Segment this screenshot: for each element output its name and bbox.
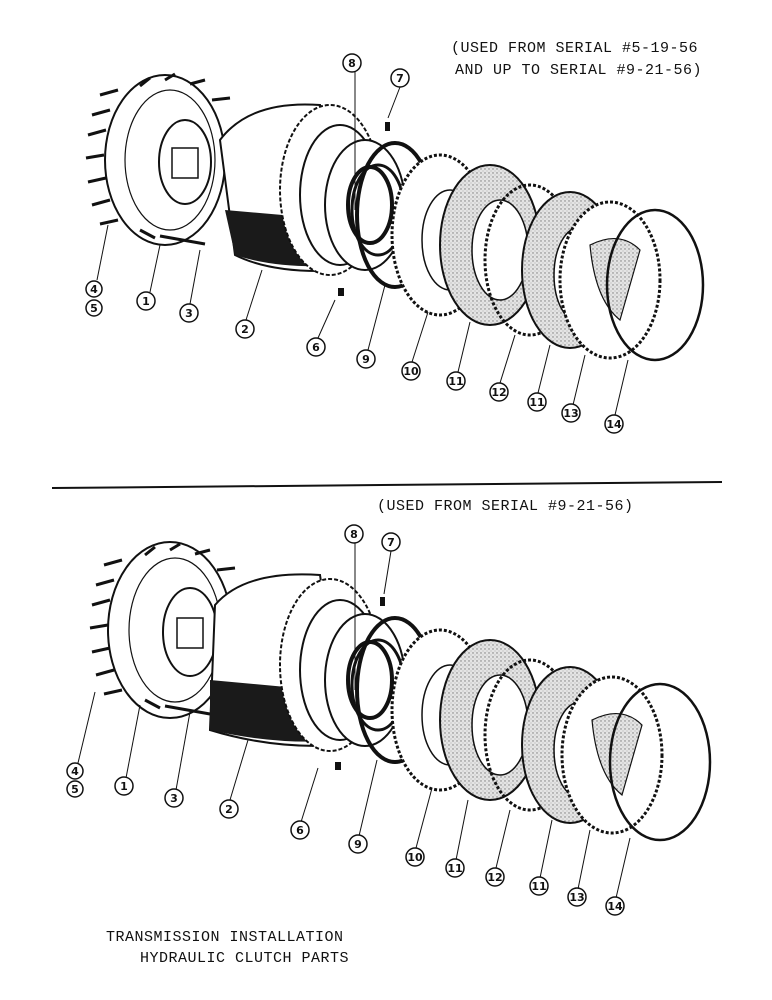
svg-text:6: 6 bbox=[312, 341, 320, 354]
svg-text:11: 11 bbox=[531, 880, 546, 893]
top-callout-3: 3 bbox=[179, 303, 199, 323]
top-callout-6: 6 bbox=[306, 337, 326, 357]
top-callout-2: 2 bbox=[235, 319, 255, 339]
svg-text:11: 11 bbox=[529, 396, 544, 409]
bottom-pin-part-6 bbox=[335, 762, 341, 770]
bottom-callout-1: 1 bbox=[114, 776, 134, 796]
top-callout-7: 7 bbox=[390, 68, 410, 88]
svg-text:14: 14 bbox=[606, 418, 622, 431]
svg-text:7: 7 bbox=[396, 72, 404, 85]
svg-text:4: 4 bbox=[90, 283, 98, 296]
top-callout-5: 5 bbox=[85, 299, 103, 317]
svg-text:10: 10 bbox=[403, 365, 419, 378]
svg-text:7: 7 bbox=[387, 536, 395, 549]
svg-text:1: 1 bbox=[120, 780, 128, 793]
bottom-callout-5: 5 bbox=[66, 780, 84, 798]
bottom-callouts: 8 7 4 5 1 3 2 6 9 10 11 12 11 13 14 bbox=[66, 524, 625, 916]
svg-text:11: 11 bbox=[448, 375, 463, 388]
bottom-callout-10: 10 bbox=[405, 847, 425, 867]
svg-text:5: 5 bbox=[90, 302, 98, 315]
bottom-callout-11: 11 bbox=[445, 858, 465, 878]
bottom-callout-7: 7 bbox=[381, 532, 401, 552]
svg-text:9: 9 bbox=[354, 838, 362, 851]
top-callout-9: 9 bbox=[356, 349, 376, 369]
bottom-callout-12: 12 bbox=[485, 867, 505, 887]
top-callout-4: 4 bbox=[85, 280, 103, 298]
bottom-pressure-plate-part-13 bbox=[560, 675, 664, 835]
top-callout-13: 13 bbox=[561, 403, 581, 423]
svg-text:3: 3 bbox=[185, 307, 193, 320]
top-callout-10: 10 bbox=[401, 361, 421, 381]
svg-text:12: 12 bbox=[487, 871, 502, 884]
caption-line-2: HYDRAULIC CLUTCH PARTS bbox=[140, 950, 350, 967]
bottom-callout-4: 4 bbox=[66, 762, 84, 780]
top-callouts: 8 7 4 5 1 3 2 6 9 10 11 12 11 13 14 bbox=[85, 53, 624, 434]
svg-text:2: 2 bbox=[241, 323, 249, 336]
bottom-snap-ring-part-14 bbox=[608, 682, 712, 842]
bottom-flange-part-1 bbox=[89, 541, 236, 719]
top-pin-part-6 bbox=[338, 288, 344, 296]
svg-text:11: 11 bbox=[447, 862, 462, 875]
bottom-callout-3: 3 bbox=[164, 788, 184, 808]
bottom-exploded-view bbox=[89, 541, 712, 842]
top-flange-part-1 bbox=[85, 72, 231, 246]
svg-text:9: 9 bbox=[362, 353, 370, 366]
top-callout-14: 14 bbox=[604, 414, 624, 434]
top-callout-12: 12 bbox=[489, 382, 509, 402]
svg-text:1: 1 bbox=[142, 295, 150, 308]
bottom-serial-note: (USED FROM SERIAL #9-21-56) bbox=[377, 498, 634, 515]
top-callout-11: 11 bbox=[446, 371, 466, 391]
svg-text:14: 14 bbox=[607, 900, 623, 913]
top-callout-1: 1 bbox=[136, 291, 156, 311]
svg-text:10: 10 bbox=[407, 851, 423, 864]
top-callout-11b: 11 bbox=[527, 392, 547, 412]
svg-text:8: 8 bbox=[350, 528, 358, 541]
bottom-callout-8: 8 bbox=[344, 524, 364, 544]
svg-text:2: 2 bbox=[225, 803, 233, 816]
top-serial-note-line2: AND UP TO SERIAL #9-21-56) bbox=[455, 62, 703, 79]
svg-text:5: 5 bbox=[71, 783, 79, 796]
bottom-callout-2: 2 bbox=[219, 799, 239, 819]
section-divider bbox=[51, 481, 723, 489]
svg-text:3: 3 bbox=[170, 792, 178, 805]
top-exploded-view bbox=[85, 72, 705, 362]
top-pin-part-7 bbox=[385, 122, 390, 131]
bottom-callout-11b: 11 bbox=[529, 876, 549, 896]
top-friction-disc-part-11 bbox=[439, 164, 541, 326]
bottom-pin-part-7 bbox=[380, 597, 385, 606]
svg-text:8: 8 bbox=[348, 57, 356, 70]
bottom-callout-6: 6 bbox=[290, 820, 310, 840]
top-pressure-plate-part-13 bbox=[558, 200, 662, 360]
svg-text:13: 13 bbox=[563, 407, 578, 420]
caption-line-1: TRANSMISSION INSTALLATION bbox=[106, 929, 344, 946]
top-snap-ring-part-14 bbox=[605, 208, 705, 362]
bottom-callout-9: 9 bbox=[348, 834, 368, 854]
svg-text:12: 12 bbox=[491, 386, 506, 399]
bottom-callout-14: 14 bbox=[605, 896, 625, 916]
svg-text:13: 13 bbox=[569, 891, 584, 904]
top-serial-note-line1: (USED FROM SERIAL #5-19-56 bbox=[451, 40, 699, 57]
bottom-callout-13: 13 bbox=[567, 887, 587, 907]
top-callout-8: 8 bbox=[342, 53, 362, 73]
svg-text:4: 4 bbox=[71, 765, 79, 778]
svg-text:6: 6 bbox=[296, 824, 304, 837]
